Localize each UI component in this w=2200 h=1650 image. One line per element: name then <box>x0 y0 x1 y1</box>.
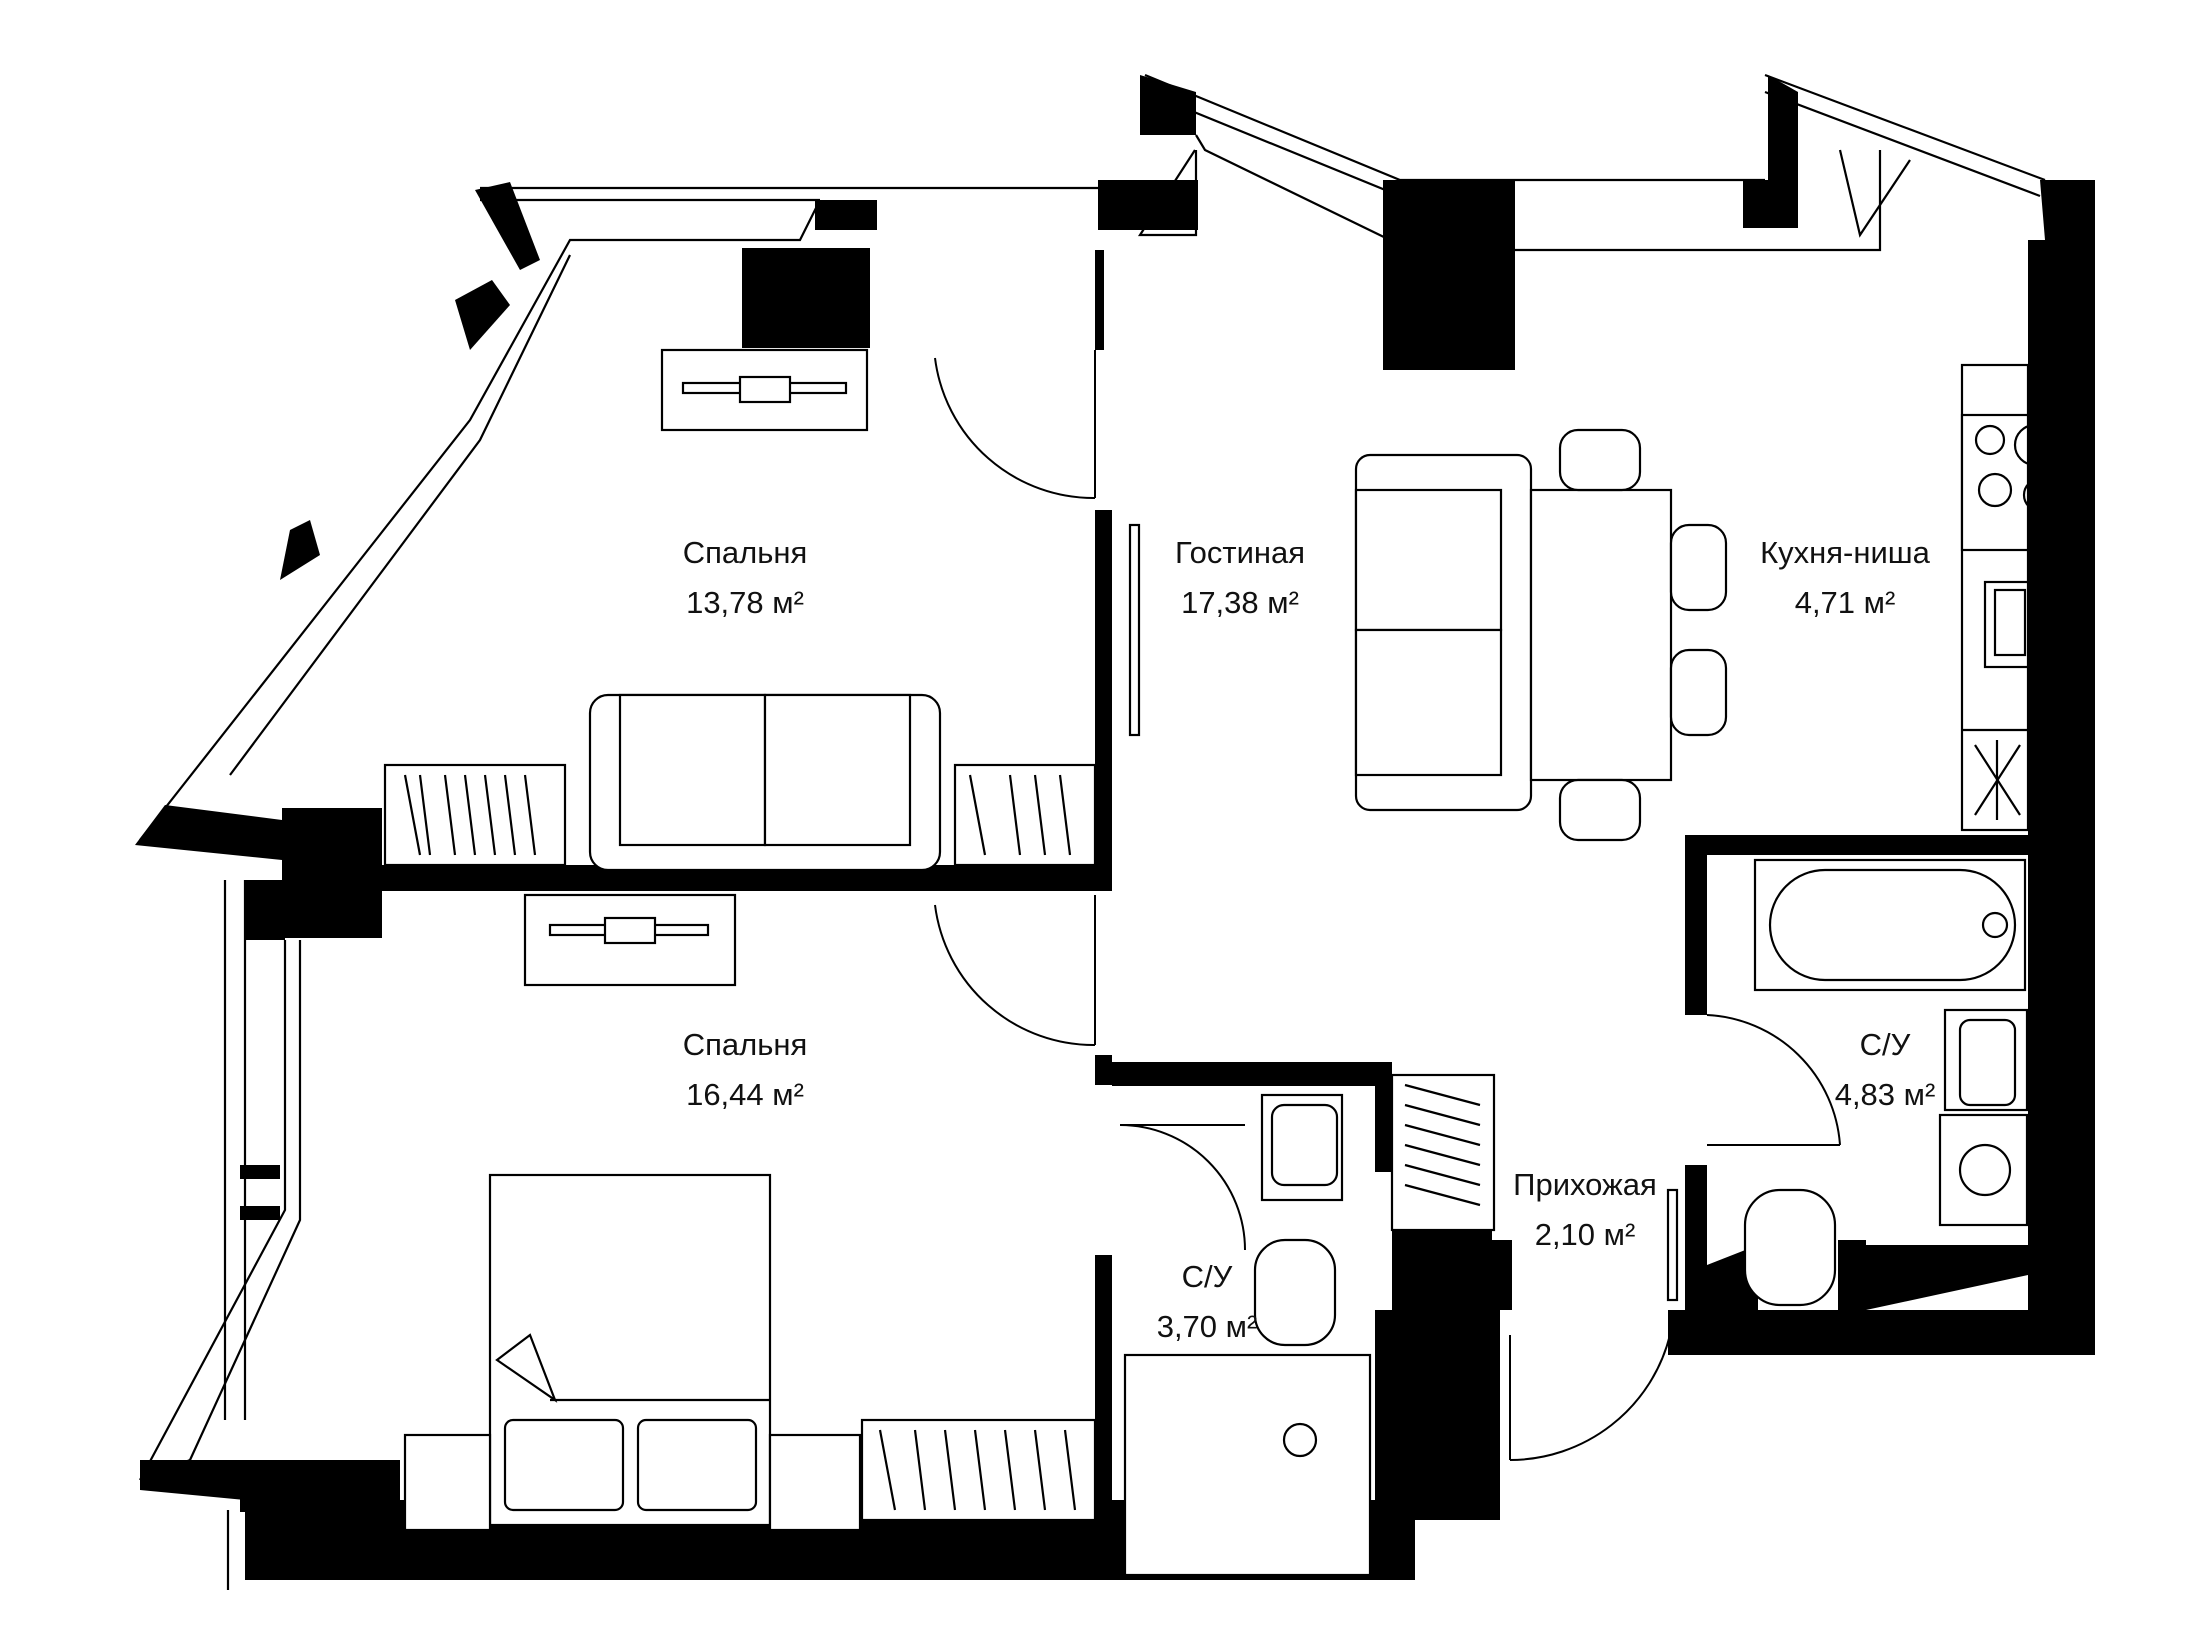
room-name: Гостиная <box>1175 535 1305 570</box>
room-name: Спальня <box>683 535 808 570</box>
room-name: Спальня <box>683 1027 808 1062</box>
room-area: 13,78 м² <box>686 585 804 620</box>
room-area: 2,10 м² <box>1535 1217 1636 1252</box>
living-furniture <box>1354 428 1728 842</box>
room-label-bedroom-1: Спальня 13,78 м² <box>683 535 808 620</box>
bathroom-2-fixtures <box>1123 1093 1372 1577</box>
room-label-living-room: Гостиная 17,38 м² <box>1175 535 1305 620</box>
hallway-wardrobe <box>1390 1073 1496 1232</box>
room-label-kitchen-niche: Кухня-ниша 4,71 м² <box>1760 535 1931 620</box>
room-label-bedroom-2: Спальня 16,44 м² <box>683 1027 808 1112</box>
bedroom-1-furniture <box>383 348 1097 872</box>
room-name: С/У <box>1860 1027 1911 1062</box>
room-area: 4,83 м² <box>1835 1077 1936 1112</box>
doors <box>934 350 1841 1461</box>
room-name: С/У <box>1182 1259 1233 1294</box>
room-area: 16,44 м² <box>686 1077 804 1112</box>
room-area: 17,38 м² <box>1181 585 1299 620</box>
kitchen-furniture <box>1960 363 2058 832</box>
room-name: Прихожая <box>1513 1167 1657 1202</box>
room-label-bathroom-1: С/У 4,83 м² <box>1835 1027 1936 1112</box>
room-label-bathroom-2: С/У 3,70 м² <box>1157 1259 1258 1344</box>
room-area: 4,71 м² <box>1795 585 1896 620</box>
bedroom-2-furniture <box>403 893 1097 1532</box>
room-area: 3,70 м² <box>1157 1309 1258 1344</box>
room-name: Кухня-ниша <box>1760 535 1931 570</box>
room-label-hallway: Прихожая 2,10 м² <box>1513 1167 1657 1252</box>
bathroom-1-fixtures <box>1743 858 2029 1307</box>
